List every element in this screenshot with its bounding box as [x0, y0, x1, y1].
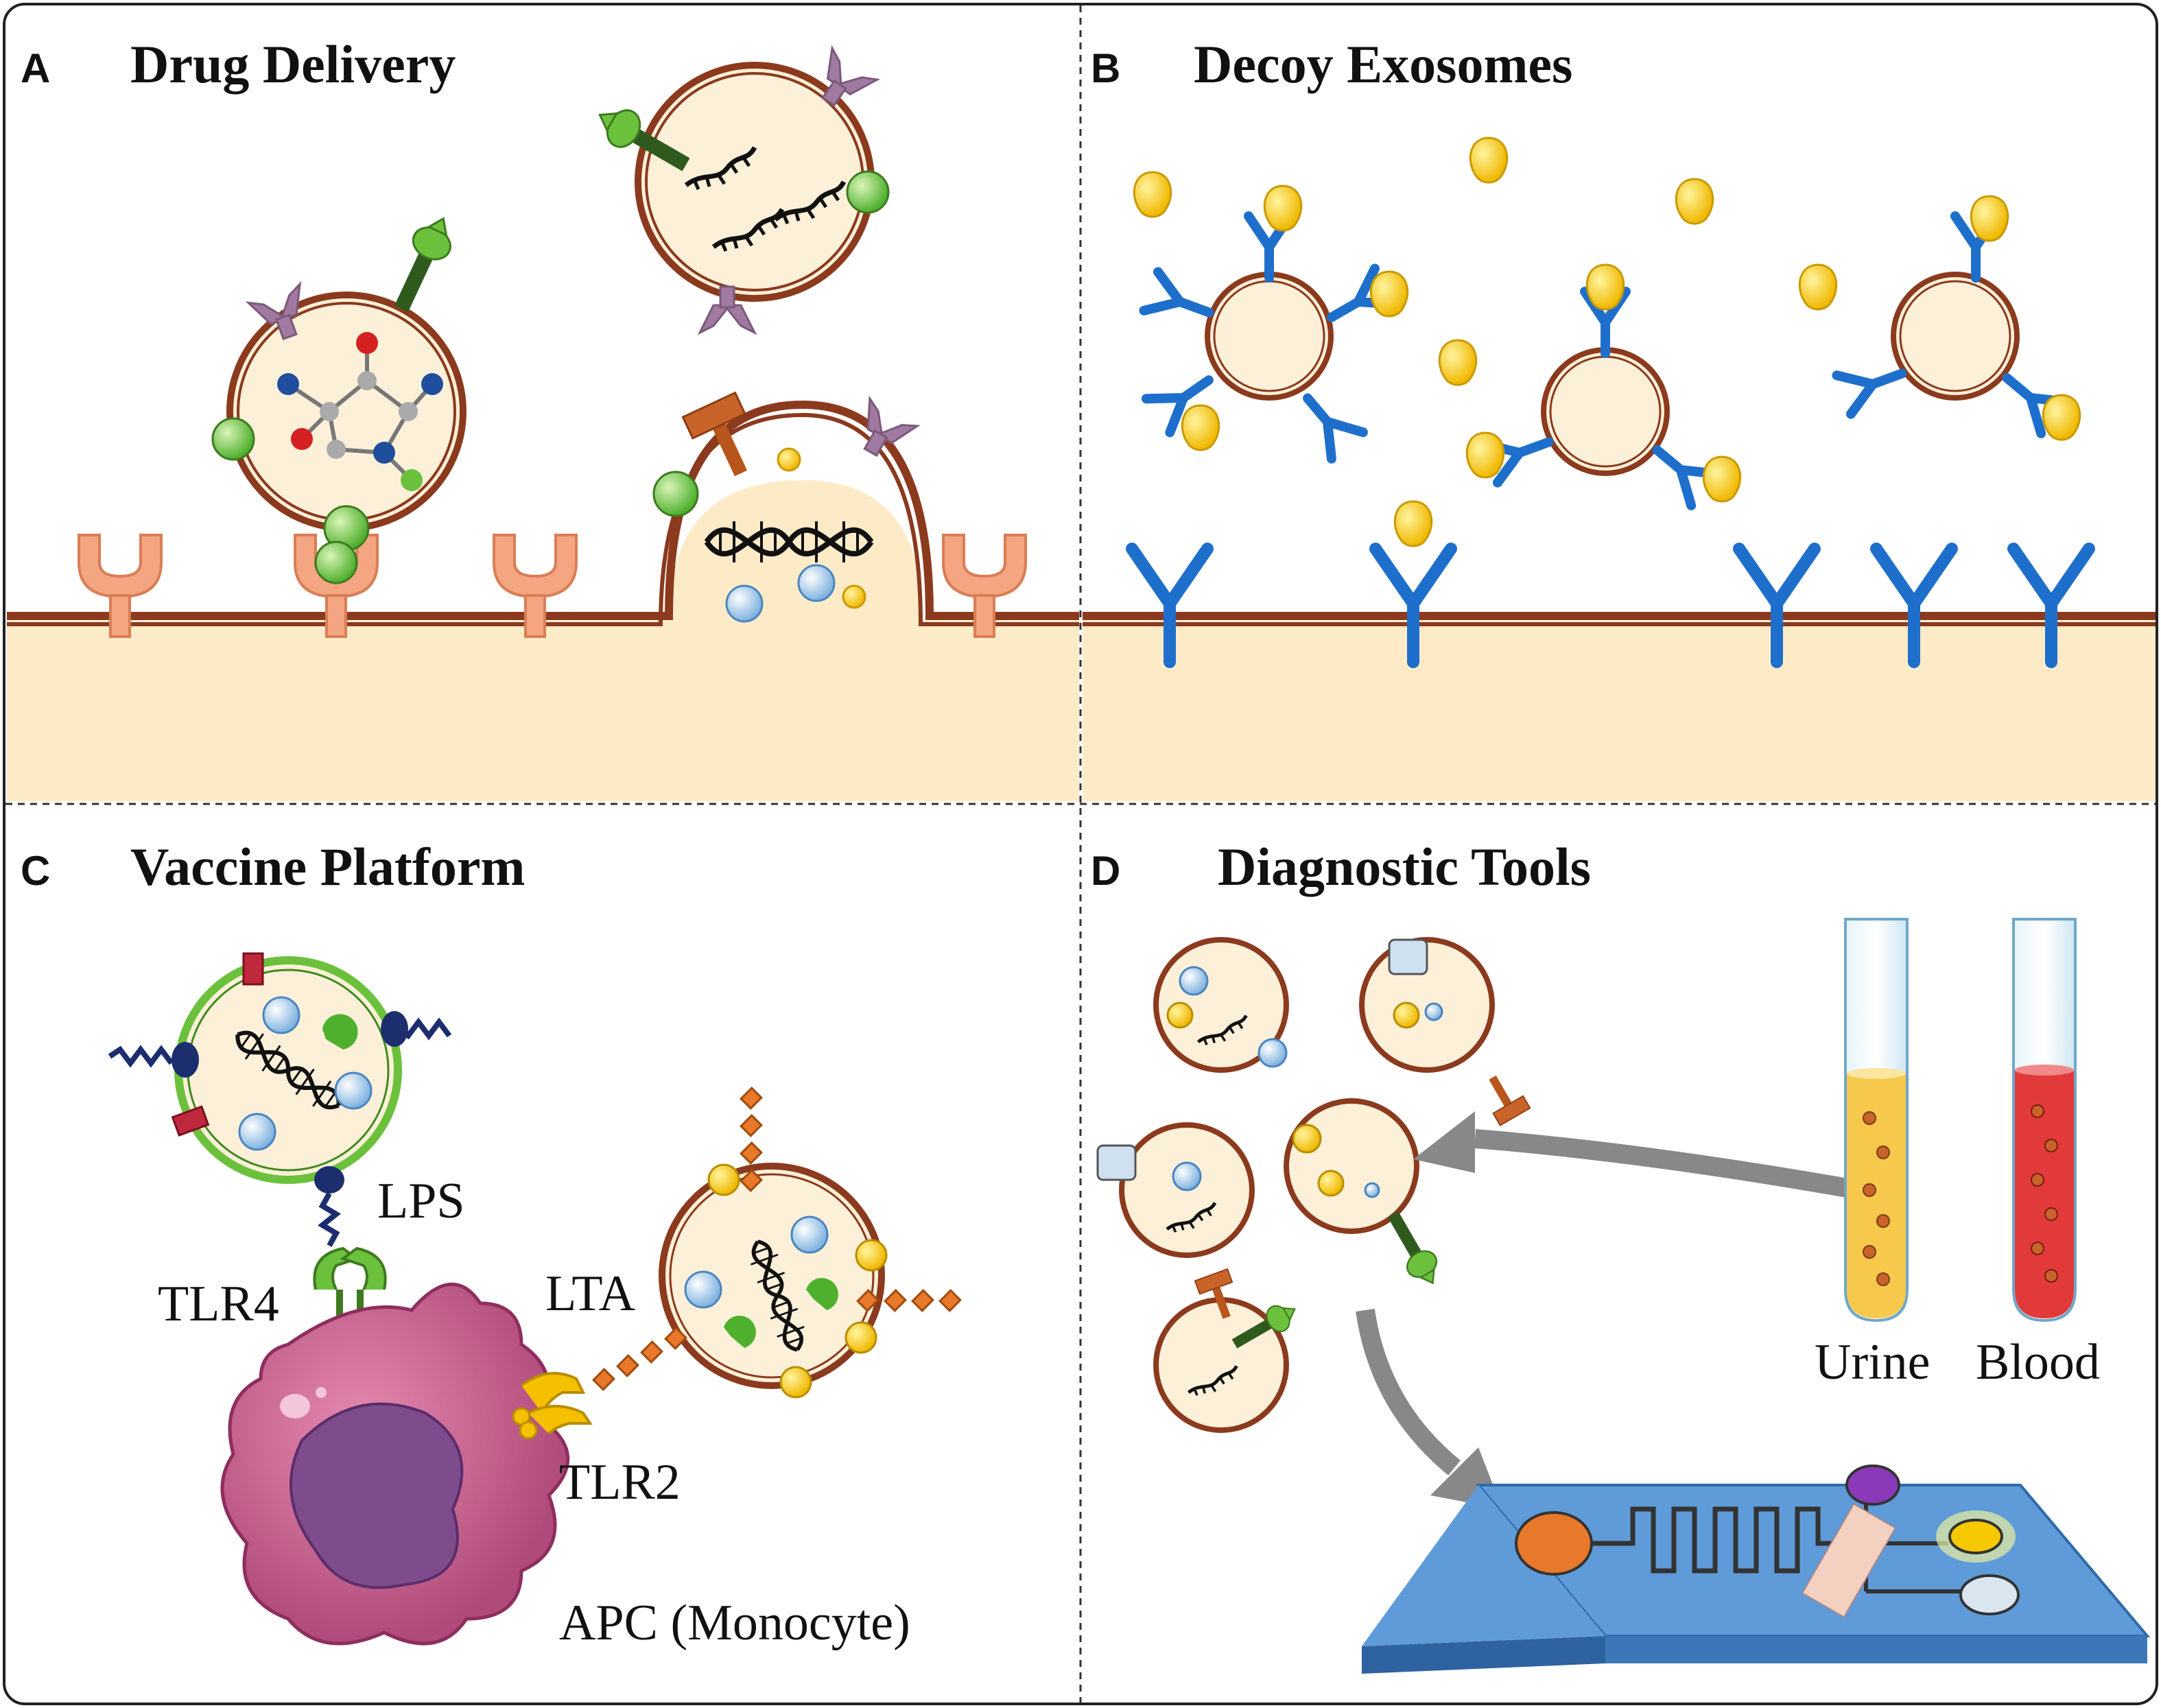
- docked-ligand: [314, 541, 358, 584]
- fusing-exosome-contents: [652, 393, 919, 623]
- panel-a-letter: A: [21, 45, 50, 91]
- lta-vesicle: [592, 1087, 962, 1399]
- apc-label: APC (Monocyte): [559, 1595, 910, 1651]
- cell-cytoplasm-a: [7, 480, 1079, 801]
- decoy-exosome-1: [1144, 185, 1409, 459]
- panel-c-vaccine-platform: C Vaccine Platform LPS: [21, 837, 962, 1651]
- exosome-rna: [590, 47, 890, 334]
- exosome-small-molecule: [211, 211, 463, 551]
- blood-label: Blood: [1976, 1334, 2100, 1390]
- panel-d-letter: D: [1091, 848, 1120, 894]
- tlr2-receptor: [512, 1372, 593, 1440]
- panel-c-title: Vaccine Platform: [130, 837, 525, 897]
- panel-d-diagnostic-tools: D Diagnostic Tools: [1091, 837, 2151, 1674]
- panel-b-title: Decoy Exosomes: [1194, 34, 1572, 94]
- arrow-to-chip: [1356, 1309, 1461, 1475]
- lps-label: LPS: [377, 1173, 465, 1229]
- decoy-exosome-3: [1837, 195, 2081, 441]
- panel-b-letter: B: [1091, 45, 1120, 91]
- panel-d-title: Diagnostic Tools: [1218, 837, 1591, 897]
- panel-c-letter: C: [21, 848, 50, 894]
- decoy-exosome-2: [1465, 263, 1742, 506]
- urine-label: Urine: [1815, 1334, 1930, 1390]
- panel-b-decoy-exosomes: B Decoy Exosomes: [1083, 34, 2156, 801]
- panel-a-title: Drug Delivery: [130, 34, 456, 94]
- arrow-from-urine: [1474, 1129, 1861, 1200]
- cell-cytoplasm-b: [1083, 621, 2156, 801]
- urine-tube: [1844, 918, 1909, 1322]
- microfluidic-chip: [1362, 1464, 2151, 1674]
- apc-monocyte-cell: [220, 1283, 570, 1646]
- panel-a-drug-delivery: A Drug Delivery: [7, 34, 1079, 801]
- tlr4-label: TLR4: [158, 1276, 279, 1332]
- exosome-cluster: [1096, 937, 1530, 1433]
- lta-label: LTA: [545, 1266, 635, 1322]
- blood-tube: [2012, 918, 2077, 1322]
- tlr2-label: TLR2: [559, 1454, 681, 1510]
- outer-membrane-vesicle: [108, 952, 452, 1247]
- bound-toxin: [1393, 500, 1433, 547]
